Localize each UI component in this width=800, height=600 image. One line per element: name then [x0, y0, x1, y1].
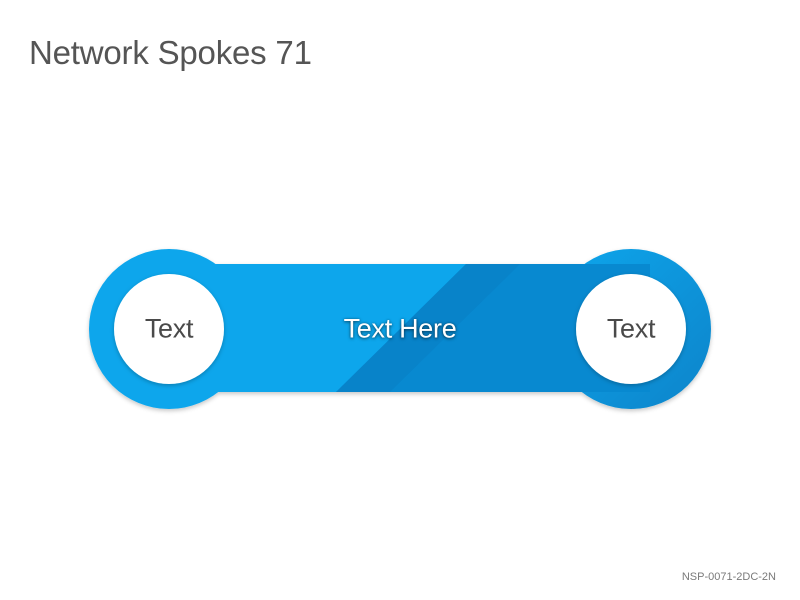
page-title: Network Spokes 71: [29, 34, 312, 71]
center-label: Text Here: [343, 313, 457, 344]
left-node: [114, 274, 224, 384]
left-node-label: Text: [144, 313, 194, 344]
right-node-label: Text: [606, 313, 656, 344]
product-code: NSP-0071-2DC-2N: [681, 571, 776, 583]
right-node: [576, 274, 686, 384]
